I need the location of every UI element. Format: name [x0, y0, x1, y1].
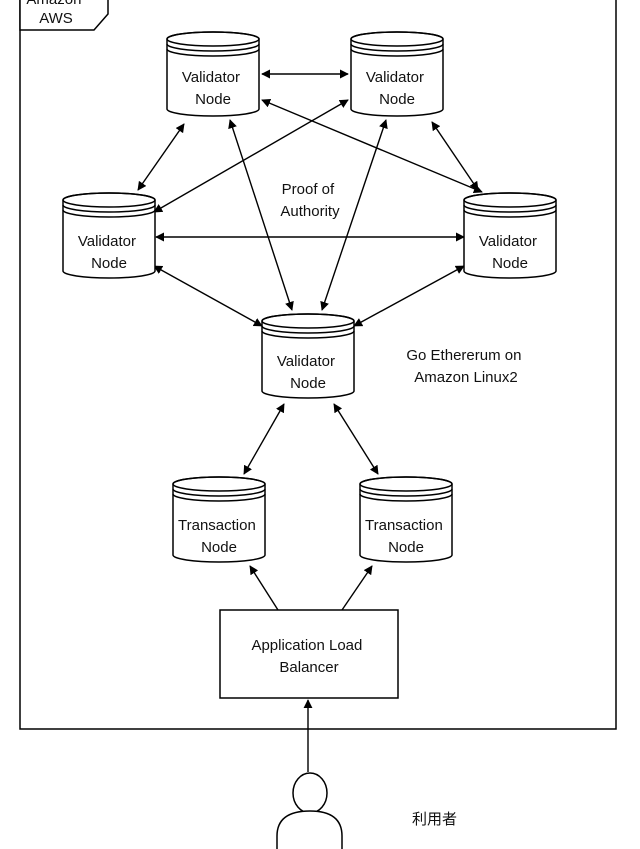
edge-validator-tr-c: [320, 119, 388, 311]
cylinder-ring: [62, 209, 156, 218]
cylinder-ring: [463, 192, 557, 208]
load-balancer-label: Application Load Balancer: [251, 637, 366, 676]
cylinder-ring: [172, 493, 266, 502]
aws-container-tab: [19, 0, 109, 31]
connections: [137, 69, 483, 772]
transaction-node-label: Transaction Node: [365, 517, 447, 556]
cylinder-ring: [166, 48, 260, 57]
validator-node-label: Validator Node: [277, 353, 339, 392]
cylinder-ring: [172, 476, 266, 492]
cylinder-ring: [463, 209, 557, 218]
cylinder-ring: [350, 31, 444, 47]
cylinder-ring: [261, 313, 355, 329]
validator-node-mid-left: Validator Node: [62, 192, 156, 279]
edge-validator-tr-mr: [431, 121, 479, 191]
validator-node-label: Validator Node: [479, 233, 541, 272]
transaction-node-label: Transaction Node: [178, 517, 260, 556]
transaction-node-left: Transaction Node: [172, 476, 266, 563]
edge-validator-mr-c: [353, 265, 465, 327]
cylinder-ring: [62, 192, 156, 208]
edge-validator-ml-c: [153, 265, 263, 327]
transaction-node-right: Transaction Node: [359, 476, 453, 563]
consensus-label: Proof of Authority: [280, 181, 340, 220]
cylinder-ring: [359, 476, 453, 492]
validator-node-top-right: Validator Node: [350, 31, 444, 117]
cylinder-ring: [359, 488, 453, 497]
validator-node-mid-right: Validator Node: [463, 192, 557, 279]
person-icon: [276, 772, 343, 849]
aws-container-label: Amazon AWS: [26, 0, 85, 27]
edge-center-tx-left: [243, 403, 285, 475]
runtime-label: Go Ethererum on Amazon Linux2: [406, 347, 525, 386]
cylinder-ring: [172, 488, 266, 497]
edge-center-tx-right: [333, 403, 379, 475]
validator-node-top-left: Validator Node: [166, 31, 260, 117]
edge-alb-tx-right: [341, 565, 373, 611]
cylinder-ring: [166, 43, 260, 52]
cylinder-ring: [261, 330, 355, 339]
load-balancer-box: [219, 609, 399, 699]
aws-container: [19, 0, 617, 730]
cylinder-ring: [359, 493, 453, 502]
user-label: 利用者: [412, 810, 457, 828]
cylinder-ring: [350, 43, 444, 52]
validator-node-label: Validator Node: [366, 69, 428, 108]
validator-node-center: Validator Node: [261, 313, 355, 399]
validator-node-label: Validator Node: [182, 69, 244, 108]
cylinder-ring: [350, 48, 444, 57]
edge-validator-tr-ml: [153, 99, 349, 213]
cylinder-ring: [62, 204, 156, 213]
validator-node-label: Validator Node: [78, 233, 140, 272]
edge-validator-tl-ml: [137, 123, 185, 191]
cylinder-ring: [166, 31, 260, 47]
cylinder-ring: [463, 204, 557, 213]
edge-alb-tx-left: [249, 565, 279, 611]
cylinder-ring: [261, 325, 355, 334]
